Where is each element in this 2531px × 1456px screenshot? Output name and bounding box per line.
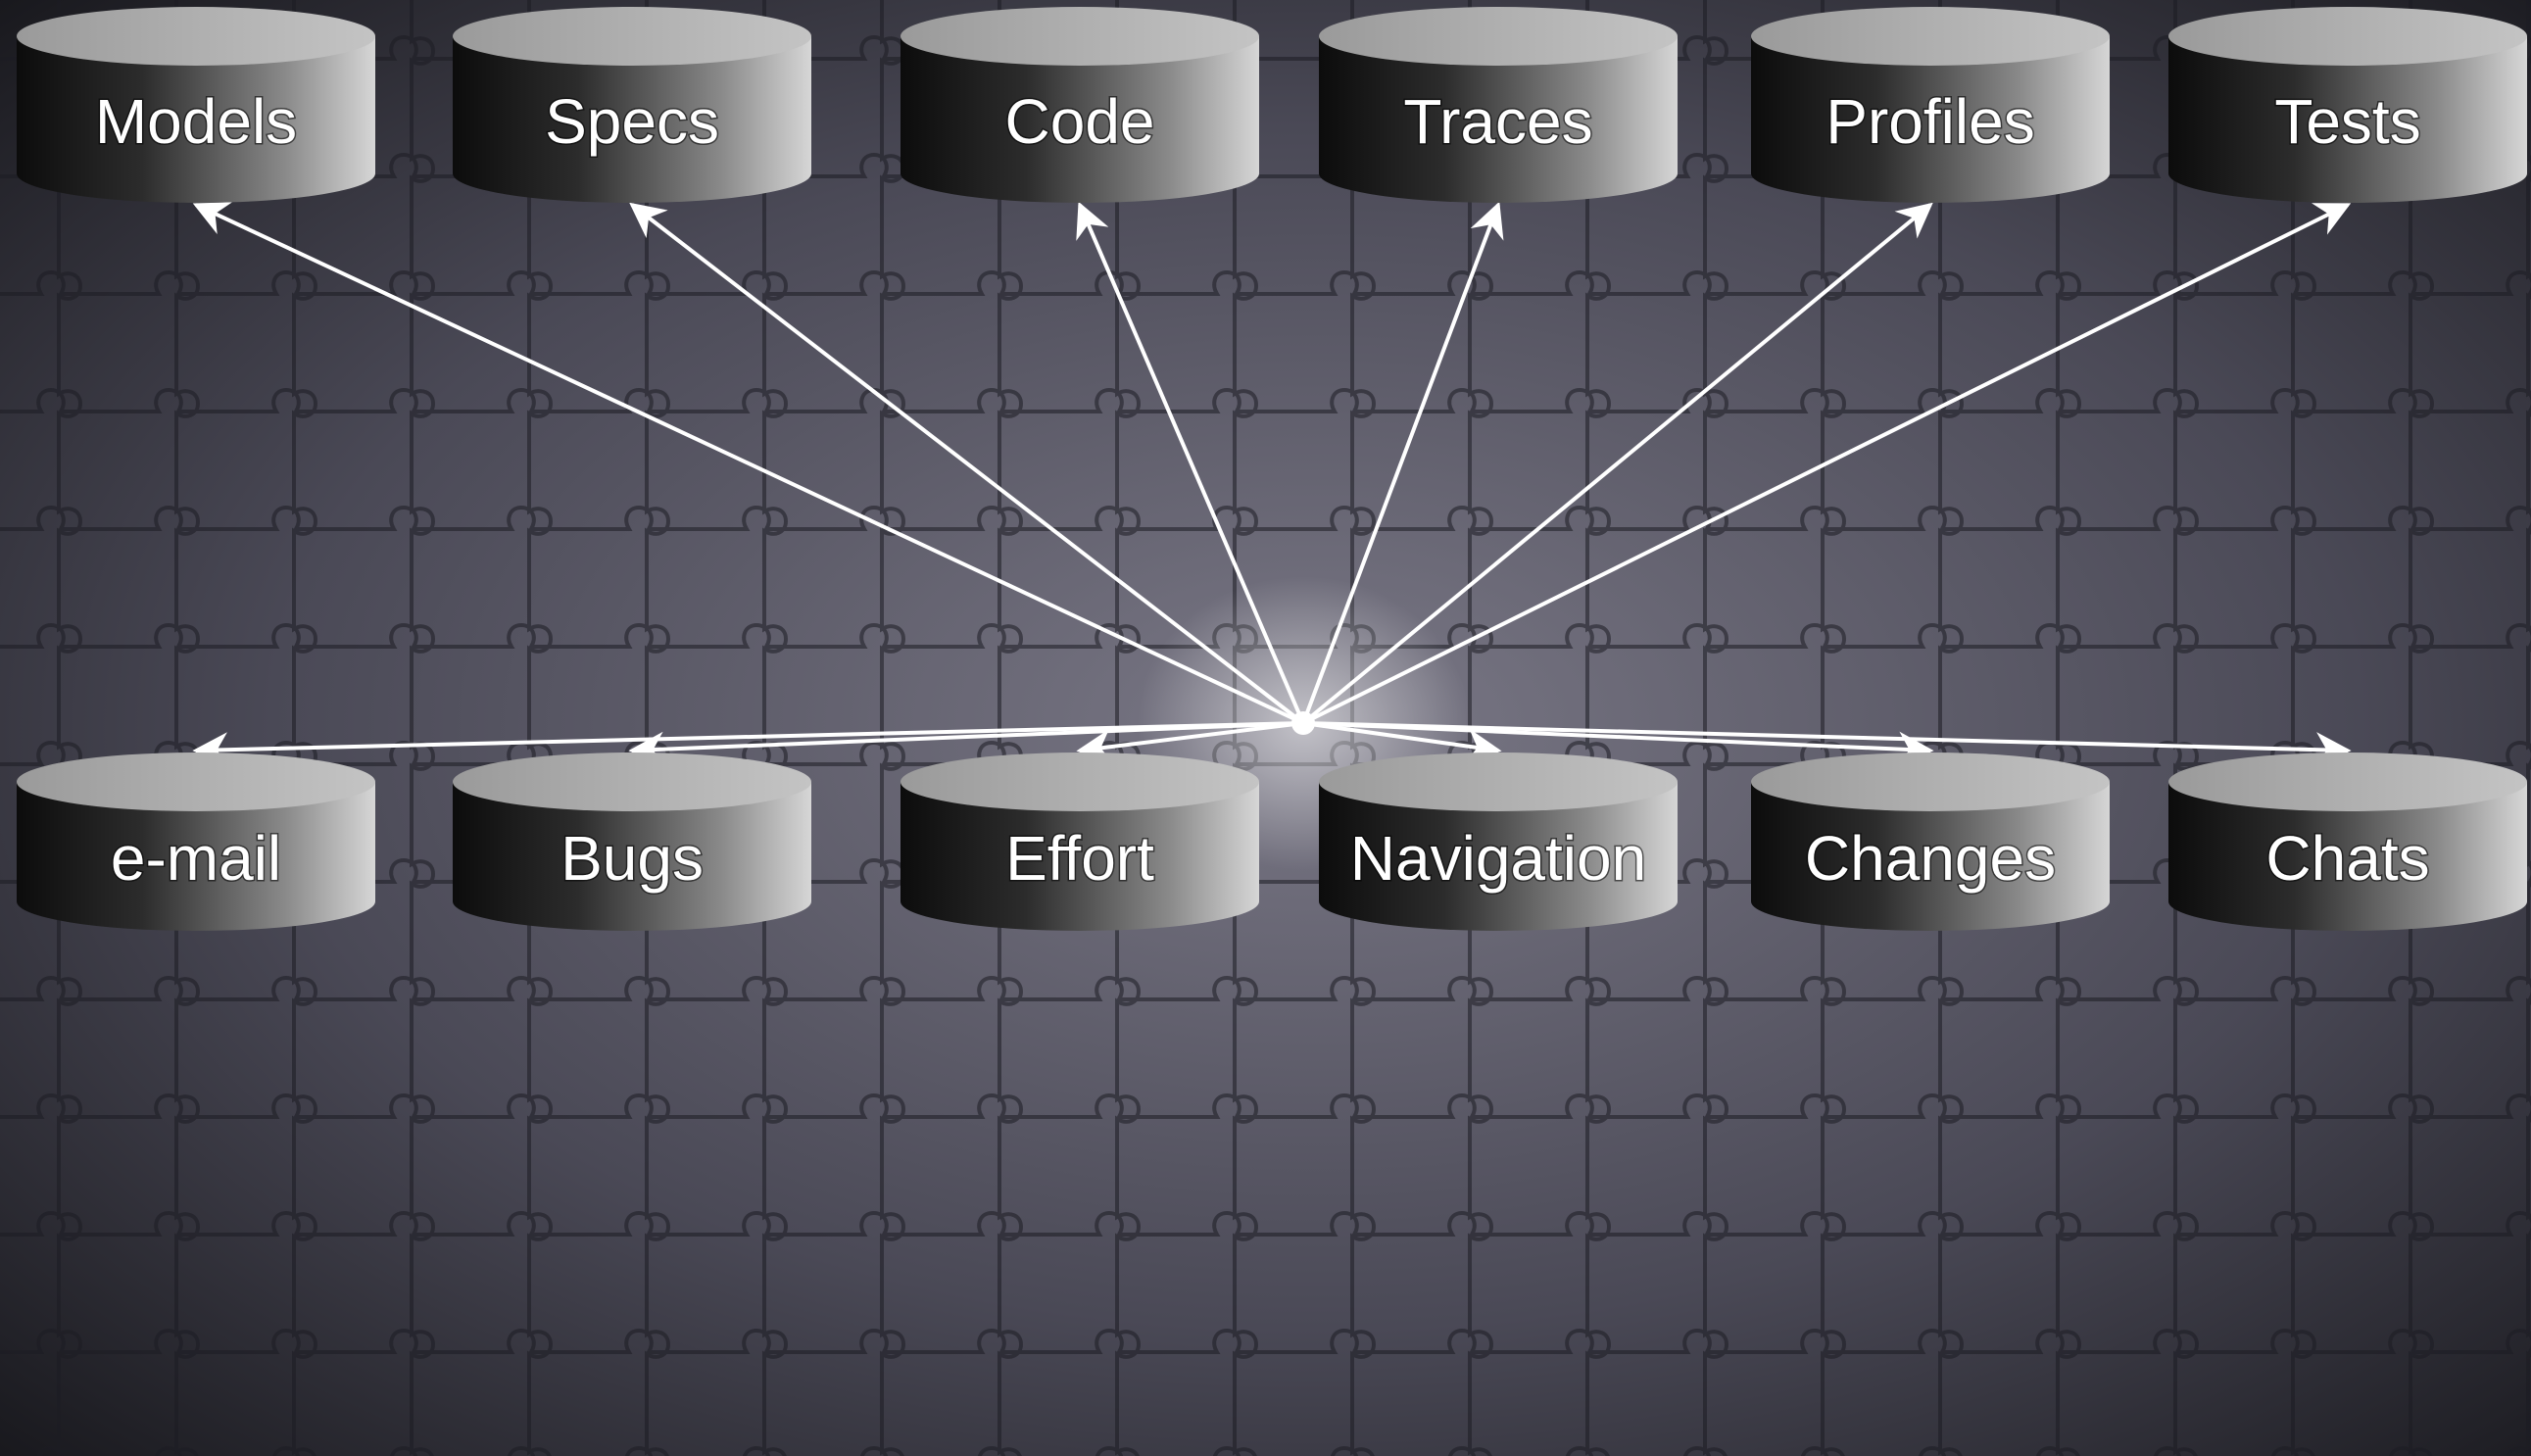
database-body [1319,782,1678,931]
database-top [1751,752,2110,811]
database-label-models: Models [95,86,297,157]
database-body [17,782,375,931]
bottom-sources: e-mail Bugs Effort Navigation Changes Chats [17,752,2527,931]
database-label-changes: Changes [1805,823,2056,894]
arrow-to-profiles [1301,202,1933,725]
database-top [17,752,375,811]
database-models: Models [17,7,375,203]
database-label-tests: Tests [2274,86,2420,157]
database-label-e-mail: e-mail [111,823,281,894]
database-top [17,7,375,66]
database-label-bugs: Bugs [560,823,704,894]
database-body [900,36,1259,203]
arrow-to-models [192,202,1304,725]
database-body [1751,782,2110,931]
database-body [900,782,1259,931]
arrow-to-e-mail [192,721,1304,768]
database-top [453,752,811,811]
database-tests: Tests [2168,7,2527,203]
database-e-mail: e-mail [17,752,375,931]
database-top [900,7,1259,66]
arrow-to-specs [629,202,1305,725]
database-navigation: Navigation [1319,752,1678,931]
central-hub [1291,711,1315,735]
database-top [2168,752,2527,811]
arrow-to-effort [1076,721,1304,764]
database-profiles: Profiles [1751,7,2110,203]
arrow-to-navigation [1302,721,1502,764]
database-specs: Specs [453,7,811,203]
database-label-code: Code [1005,86,1155,157]
connector-arrows [192,201,2352,768]
database-chats: Chats [2168,752,2527,931]
database-label-chats: Chats [2265,823,2429,894]
database-top [900,752,1259,811]
database-label-navigation: Navigation [1350,823,1646,894]
database-body [17,36,375,203]
arrow-to-bugs [628,721,1304,767]
database-traces: Traces [1319,7,1678,203]
database-label-specs: Specs [545,86,719,157]
database-code: Code [900,7,1259,203]
database-changes: Changes [1751,752,2110,931]
database-body [2168,782,2527,931]
arrow-to-code [1076,201,1305,724]
database-body [2168,36,2527,203]
database-body [453,782,811,931]
database-top [1319,7,1678,66]
arrow-to-chats [1302,721,2352,768]
database-top [453,7,811,66]
top-sources: Models Specs Code Traces Profiles Tests [17,7,2527,203]
database-body [1751,36,2110,203]
arrow-to-tests [1302,203,2352,725]
arrow-to-traces [1301,201,1504,724]
database-label-traces: Traces [1403,86,1592,157]
database-top [1751,7,2110,66]
database-top [1319,752,1678,811]
database-body [453,36,811,203]
database-bugs: Bugs [453,752,811,931]
database-label-profiles: Profiles [1825,86,2034,157]
database-label-effort: Effort [1005,823,1154,894]
database-top [2168,7,2527,66]
database-effort: Effort [900,752,1259,931]
database-body [1319,36,1678,203]
